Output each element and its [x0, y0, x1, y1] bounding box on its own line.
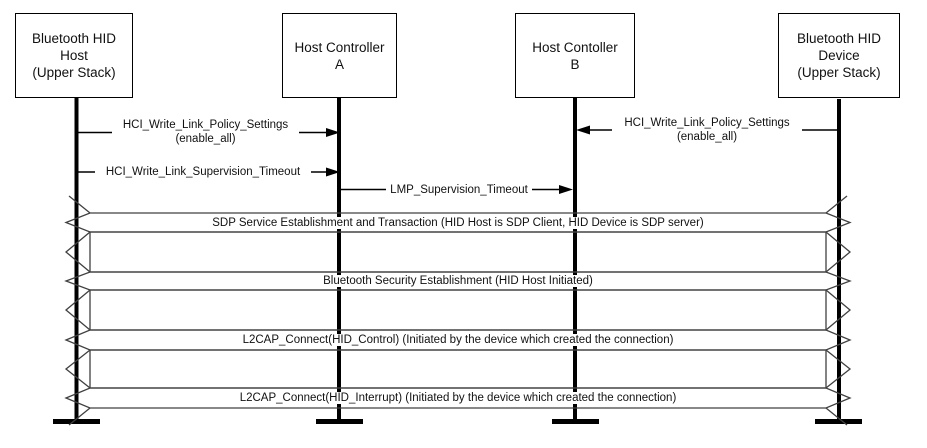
message-label-text: HCI_Write_Link_Supervision_Timeout	[105, 166, 301, 178]
message-label-hci-supervision: HCI_Write_Link_Supervision_Timeout	[95, 165, 311, 179]
message-sublabel-text: (enable_all)	[175, 133, 236, 145]
actor-box-host-controller-b: Host Contoller B	[515, 13, 635, 98]
message-label-hci-policy-left: HCI_Write_Link_Policy_Settings (enable_a…	[112, 118, 299, 146]
band-chevron-left-icon	[64, 349, 91, 389]
actor-label-line: (Upper Stack)	[32, 65, 116, 80]
band-wing-top-left	[68, 195, 91, 214]
message-sublabel-text: (enable_all)	[676, 131, 738, 143]
arrowhead-right-icon	[326, 167, 340, 177]
actor-label-line: Bluetooth HID	[796, 31, 882, 46]
actor-label-line: Host Contoller	[532, 39, 618, 55]
band-box-sdp	[89, 231, 827, 273]
arrowhead-right-icon	[326, 128, 340, 137]
message-label-hci-policy-right: HCI_Write_Link_Policy_Settings (enable_a…	[612, 116, 802, 144]
band-label-sdp: SDP Service Establishment and Transactio…	[120, 216, 796, 230]
band-label-text: L2CAP_Connect(HID_Interrupt) (Initiated …	[235, 392, 681, 404]
actor-label-line: Host Controller	[294, 39, 385, 55]
actor-label-line: Host	[60, 48, 88, 63]
message-label-text: HCI_Write_Link_Policy_Settings	[122, 119, 289, 131]
actor-box-hid-host: Bluetooth HID Host (Upper Stack)	[15, 13, 133, 98]
actor-label-line: Bluetooth HID	[31, 31, 117, 46]
arrowhead-right-icon	[559, 185, 573, 194]
message-label-text: LMP_Supervision_Timeout	[390, 184, 528, 196]
band-chevron-right-icon	[825, 289, 852, 331]
actor-box-host-controller-a: Host Controller A	[282, 13, 397, 98]
band-label-l2cap-control: L2CAP_Connect(HID_Control) (Initiated by…	[120, 333, 796, 347]
band-label-text: L2CAP_Connect(HID_Control) (Initiated by…	[238, 334, 678, 346]
actor-label-line: (Upper Stack)	[797, 65, 881, 80]
band-wing-top-right	[825, 195, 848, 214]
message-label-lmp-supervision: LMP_Supervision_Timeout	[386, 183, 532, 197]
band-label-text: SDP Service Establishment and Transactio…	[208, 216, 708, 229]
band-chevron-right-icon	[825, 231, 852, 273]
band-label-text: Bluetooth Security Establishment (HID Ho…	[319, 275, 597, 287]
band-label-l2cap-interrupt: L2CAP_Connect(HID_Interrupt) (Initiated …	[120, 391, 796, 405]
arrowhead-left-icon	[576, 125, 590, 135]
band-wing-bottom-right	[825, 407, 848, 426]
band-box-l2cap-control	[89, 349, 827, 389]
band-chevron-left-icon	[64, 231, 91, 273]
band-label-security: Bluetooth Security Establishment (HID Ho…	[120, 274, 796, 288]
message-label-text: HCI_Write_Link_Policy_Settings	[624, 117, 790, 129]
actor-label-line: B	[570, 56, 580, 72]
actor-box-hid-device: Bluetooth HID Device (Upper Stack)	[778, 13, 900, 98]
actor-label-line: Device	[818, 48, 860, 63]
actor-label-line: A	[334, 56, 344, 72]
band-wing-bottom-left	[68, 407, 91, 426]
band-box-security	[89, 289, 827, 331]
band-chevron-left-icon	[64, 289, 91, 331]
band-chevron-right-icon	[825, 349, 852, 389]
